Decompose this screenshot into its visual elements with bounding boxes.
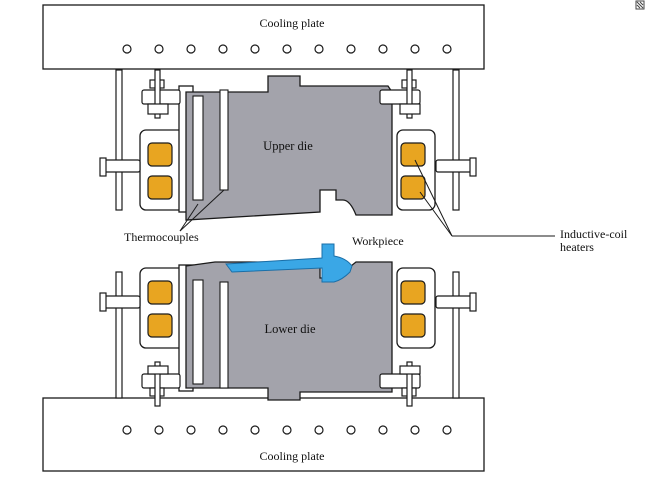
heater-coil <box>147 280 173 305</box>
heater-coil <box>400 142 426 167</box>
heater-coil <box>147 142 173 167</box>
lower-left-clamp <box>99 292 181 407</box>
thermocouples-label: Thermocouples <box>124 230 199 244</box>
heaters-label-line1: Inductive-coil <box>560 227 628 241</box>
lower-die-label: Lower die <box>264 322 315 336</box>
bottom-cooling-plate <box>42 397 485 472</box>
upper-tie-rods <box>115 69 460 211</box>
upper-heater-coils <box>147 142 426 200</box>
top-cooling-plate-label: Cooling plate <box>260 16 325 30</box>
heaters-label-line2: heaters <box>560 240 594 254</box>
workpiece <box>225 243 353 283</box>
lower-thermocouple-channels <box>192 279 229 389</box>
heater-coil <box>400 313 426 338</box>
top-cooling-plate <box>42 4 485 70</box>
heater-coil <box>147 313 173 338</box>
heater-coil <box>400 175 426 200</box>
leader-lines <box>179 159 555 237</box>
upper-left-clamp <box>99 69 181 177</box>
top-cooling-holes <box>122 44 452 54</box>
bottom-cooling-plate-label: Cooling plate <box>260 449 325 463</box>
lower-right-clamp <box>379 292 477 407</box>
corner-mark-icon <box>635 0 645 10</box>
lower-heater-coils <box>147 280 426 338</box>
upper-die <box>185 75 393 221</box>
workpiece-label: Workpiece <box>352 234 404 248</box>
upper-die-label: Upper die <box>263 139 313 153</box>
heater-coil <box>147 175 173 200</box>
bottom-cooling-holes <box>122 425 452 435</box>
heater-coil <box>400 280 426 305</box>
lower-tie-rods <box>115 271 460 399</box>
upper-right-clamp <box>379 69 477 177</box>
